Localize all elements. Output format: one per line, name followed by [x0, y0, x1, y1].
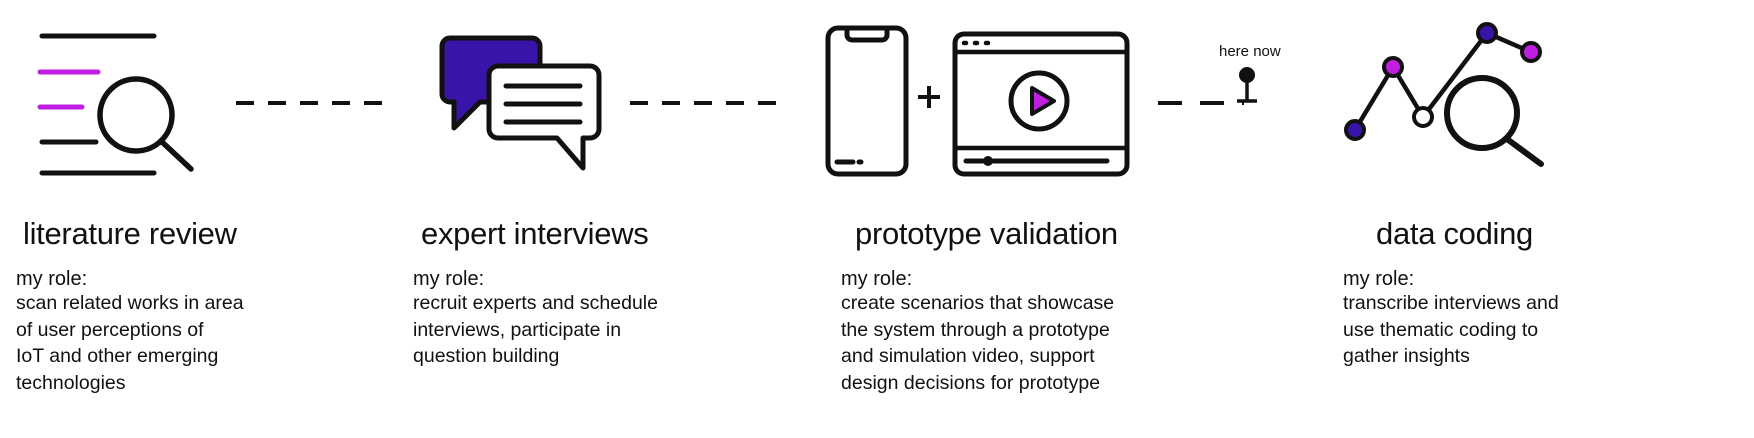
role-label: my role:: [841, 268, 913, 290]
stage-title-expert-interviews: expert interviews: [421, 216, 649, 251]
stage-title-data-coding: data coding: [1376, 216, 1533, 251]
chat-bubbles-icon: [439, 35, 602, 171]
video-player-icon: [952, 31, 1130, 177]
role-label: my role:: [1343, 268, 1415, 290]
location-pin-icon: [1237, 67, 1257, 103]
here-now-label: here now: [1219, 43, 1281, 60]
dashed-connector: [1158, 101, 1244, 105]
role-label: my role:: [16, 268, 88, 290]
role-description: create scenarios that showcase the syste…: [841, 292, 1115, 394]
role-label: my role:: [413, 268, 485, 290]
dashed-connector: [236, 101, 396, 105]
role-description: scan related works in area of user perce…: [16, 292, 244, 394]
role-description: recruit experts and schedule interviews,…: [413, 292, 658, 367]
stage-title-prototype-validation: prototype validation: [855, 216, 1118, 251]
plus-icon: [918, 86, 940, 108]
literature-review-icon: [37, 33, 194, 176]
stage-title-literature-review: literature review: [23, 216, 237, 251]
dashed-connector: [630, 101, 790, 105]
smartphone-icon: [825, 25, 909, 177]
data-analysis-icon: [1344, 22, 1544, 167]
role-description: transcribe interviews and use thematic c…: [1343, 292, 1559, 367]
